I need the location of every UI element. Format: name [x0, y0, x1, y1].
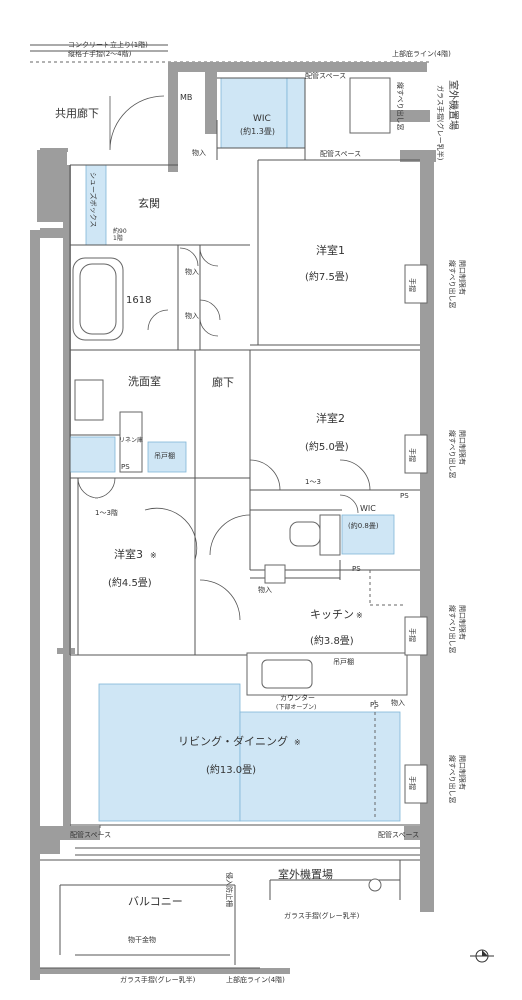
intrusion-prevention-label: 侵入防止柵	[225, 872, 234, 907]
window-b2-label: 縦すべり出し窓	[448, 430, 457, 479]
bedroom3-label: 洋室3	[114, 547, 143, 561]
balcony-label: バルコニー	[128, 895, 183, 908]
living-label: リビング・ダイニング	[178, 734, 288, 748]
small-notes: MB 配管スペース 配管スペース 配管スペース 配管スペース 物入 物入 物入 …	[70, 71, 467, 984]
interior-partitions	[69, 77, 420, 856]
handrail-b1: 手摺	[408, 278, 417, 292]
storage-label-5: 物入	[391, 698, 405, 707]
wic2-size: (約0.8畳)	[348, 521, 379, 530]
wic1-size: (約1.3畳)	[240, 126, 275, 136]
common-corridor-label: 共用廊下	[55, 106, 99, 120]
pipe-space-right: 配管スペース	[378, 830, 419, 839]
storage-label-2: 物入	[185, 267, 199, 276]
handrail-b2: 手摺	[408, 448, 417, 462]
step-entry: 約90	[113, 227, 127, 235]
pipe-space-left: 配管スペース	[70, 830, 111, 839]
drying-hardware: 物干金物	[128, 935, 156, 944]
bedroom3-size: (約4.5畳)	[108, 576, 152, 589]
kitchen-mark: ※	[356, 611, 363, 620]
opening-limit-b1: 開口制限有	[458, 260, 467, 295]
wic2-label: WIC	[360, 504, 376, 513]
kitchen-label: キッチン	[310, 608, 354, 621]
glass-rail-top-small: ガラス手摺(グレー乳半)	[436, 85, 445, 161]
counter-label-2: (下部オープン)	[276, 703, 316, 711]
mb-label: MB	[180, 93, 192, 102]
balcony	[40, 859, 420, 969]
upper-eave-note-top: 上部庇ライン(4階)	[392, 49, 451, 58]
handrail-k: 手摺	[408, 628, 417, 642]
bedroom1-size: (約7.5畳)	[305, 270, 349, 283]
living-highlight	[98, 683, 241, 822]
right-windows	[349, 77, 428, 804]
shoes-box-label: シューズボックス	[89, 172, 98, 227]
window-top-label: 縦すべり出し窓	[396, 82, 405, 131]
step-w3: 1～3階	[95, 508, 118, 517]
kitchen-size: (約3.8畳)	[310, 634, 354, 647]
lattice-rail-note: 縦格子手摺(2～4階)	[68, 49, 132, 58]
counter-label-1: カウンター	[280, 693, 315, 702]
hanging-cabinet-wash: 吊戸棚	[154, 451, 175, 460]
glass-rail-right: ガラス手摺(グレー乳半)	[284, 911, 360, 920]
room-labels: 共用廊下 玄関 1618 洗面室 廊下 洋室1 (約7.5畳) 洋室2 (約5.…	[55, 106, 379, 908]
structural-walls	[30, 62, 436, 980]
door-swings	[77, 95, 371, 621]
window-l-label: 縦すべり出し窓	[448, 755, 457, 804]
wash-room-label: 洗面室	[128, 374, 161, 388]
bedroom2-label: 洋室2	[316, 411, 345, 425]
bedroom3-mark: ※	[150, 551, 157, 560]
bedroom2-size: (約5.0畳)	[305, 440, 349, 453]
glass-rail-bottom: ガラス手摺(グレー乳半)	[120, 975, 196, 984]
hanging-cabinet-kitchen: 吊戸棚	[333, 657, 354, 666]
ps-label-2: PS	[400, 492, 409, 500]
north-compass-icon	[470, 949, 494, 963]
bedroom1-label: 洋室1	[316, 243, 345, 257]
hall-label: 廊下	[212, 375, 234, 389]
pipe-space-mid: 配管スペース	[320, 149, 361, 158]
storage-label-1: 物入	[192, 148, 206, 157]
upper-eave-note-bottom: 上部庇ライン(4階)	[226, 975, 285, 984]
ps-label-4: PS	[370, 701, 379, 709]
top-notes: コンクリート立上り(1階) 縦格子手摺(2～4階) 上部庇ライン(4階)	[30, 40, 451, 63]
step-b2: 1～3	[305, 478, 321, 486]
highlighted-areas	[69, 77, 401, 822]
living-mark: ※	[294, 738, 301, 747]
step-entry-unit: 1階	[113, 234, 123, 242]
ps-label-1: PS	[121, 463, 130, 471]
wic1-highlight	[220, 77, 288, 149]
opening-limit-l: 開口制限有	[458, 755, 467, 790]
pipe-space-top: 配管スペース	[305, 71, 346, 80]
storage-label-4: 物入	[258, 585, 272, 594]
wic2-highlight	[341, 514, 395, 555]
outdoor-unit-bottom-label: 室外機置場	[278, 867, 333, 881]
entrance-label: 玄関	[138, 196, 160, 210]
window-k-label: 縦すべり出し窓	[448, 605, 457, 654]
wic1-label: WIC	[253, 114, 271, 124]
linen-label: リネン庫	[119, 436, 143, 444]
opening-limit-k: 開口制限有	[458, 605, 467, 640]
opening-limit-b2: 開口制限有	[458, 430, 467, 465]
ps-label-3: PS	[352, 565, 361, 573]
window-b1-label: 縦すべり出し窓	[448, 260, 457, 309]
outdoor-unit-top-label: 室外機置場	[447, 80, 460, 130]
bath-label: 1618	[126, 295, 151, 306]
living-size: (約13.0畳)	[206, 763, 256, 776]
storage-label-3: 物入	[185, 311, 199, 320]
handrail-l: 手摺	[408, 776, 417, 790]
